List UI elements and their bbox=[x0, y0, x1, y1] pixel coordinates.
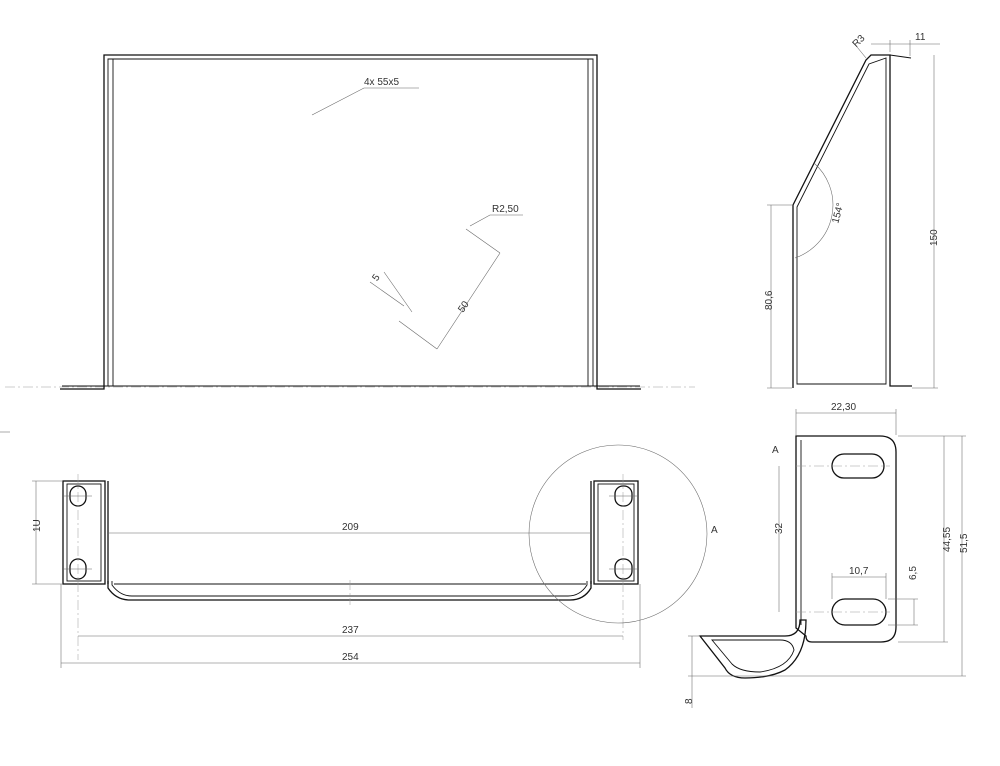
side-angle-arc bbox=[794, 162, 834, 259]
rack-unit-label: 1U bbox=[32, 519, 43, 532]
side-radius-label: R3 bbox=[851, 33, 868, 50]
slot-width-ext2 bbox=[383, 271, 413, 313]
front-inner-panel bbox=[107, 58, 594, 387]
detail-circle-label: A bbox=[711, 525, 718, 536]
side-total-label: 150 bbox=[929, 229, 940, 246]
detail-outer-height-label: 51,5 bbox=[959, 533, 970, 553]
detail-view-label: A bbox=[772, 445, 779, 456]
detail-width-label: 22,30 bbox=[831, 402, 856, 413]
side-flange-label: 11 bbox=[915, 32, 926, 43]
detail-bend-foot bbox=[698, 619, 807, 679]
slot-radius-label: R2,50 bbox=[492, 204, 519, 215]
slot-length-ext1 bbox=[398, 320, 438, 350]
detail-bend-foot-inner bbox=[711, 639, 795, 673]
detail-hole-spacing-label: 32 bbox=[774, 522, 785, 534]
detail-bend-depth-label: 8 bbox=[684, 698, 695, 704]
slot-radius-leader bbox=[469, 214, 523, 227]
right-ear-inner bbox=[597, 483, 635, 582]
side-radius-leader bbox=[852, 41, 867, 59]
slot-length-ext2 bbox=[465, 228, 501, 254]
side-top-flange bbox=[889, 54, 912, 59]
overall-width-label: 254 bbox=[342, 652, 359, 663]
detail-inner-height-label: 44,55 bbox=[942, 527, 953, 552]
bottom-view: 1U 209 237 254 A bbox=[0, 431, 718, 668]
detail-view: A 22,30 32 10,7 6,5 44,55 bbox=[684, 402, 970, 708]
left-ear bbox=[62, 480, 106, 585]
inner-width-label: 209 bbox=[342, 522, 359, 533]
side-view: R3 11 154° 80,6 150 bbox=[764, 32, 940, 389]
hole-spacing-label: 237 bbox=[342, 625, 359, 636]
front-view: 4x 55x5 R2,50 5 50 bbox=[5, 54, 695, 390]
slot-callout-leader bbox=[311, 87, 419, 116]
detail-slot-height-label: 6,5 bbox=[908, 566, 919, 580]
slot-callout-label: 4x 55x5 bbox=[364, 77, 399, 88]
front-outline bbox=[60, 54, 641, 390]
side-outline bbox=[792, 54, 912, 388]
slot-length-dimline bbox=[436, 252, 501, 350]
side-inner-outline bbox=[796, 57, 887, 385]
side-lower-label: 80,6 bbox=[764, 290, 775, 310]
shelf-base-inner bbox=[111, 581, 588, 597]
detail-circle bbox=[528, 444, 708, 624]
left-ear-inner bbox=[66, 483, 102, 582]
detail-slot-length-label: 10,7 bbox=[849, 566, 869, 577]
side-angle-label: 154° bbox=[830, 202, 846, 225]
slot-width-ext1 bbox=[369, 281, 405, 307]
slot-length-label: 50 bbox=[456, 299, 472, 315]
right-ear bbox=[593, 480, 639, 585]
detail-ear-outline bbox=[795, 435, 897, 643]
slot-width-label: 5 bbox=[370, 272, 382, 283]
